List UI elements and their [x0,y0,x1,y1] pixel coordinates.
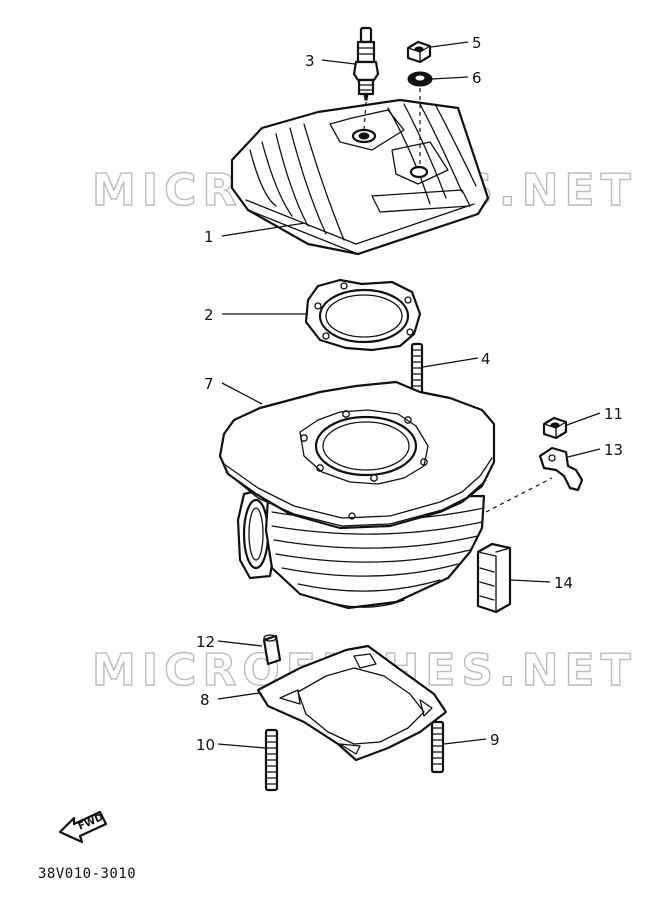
stud-bolt-10 [264,728,279,792]
fwd-arrow-icon: FWD [58,810,108,844]
callout-1: 1 [204,228,214,246]
stud-bolt-9 [430,720,445,774]
callout-3: 3 [305,52,315,70]
callout-9: 9 [490,731,500,749]
callout-12: 12 [196,633,215,651]
washer-6 [407,71,433,87]
cylinder-head [230,98,490,256]
nut-5 [406,40,432,64]
callout-2: 2 [204,306,214,324]
head-gasket [304,278,422,352]
damper-14 [476,542,512,614]
stud-bolt-4 [410,342,424,396]
leader-lines [217,41,601,749]
dowel-pin-12 [262,634,282,666]
callout-5: 5 [472,34,482,52]
callout-13: 13 [604,441,623,459]
callout-4: 4 [481,350,491,368]
callout-6: 6 [472,69,482,87]
figure-code: 38V010-3010 [38,866,136,882]
nut-11 [542,416,568,440]
callout-7: 7 [204,375,214,393]
callout-labels: 1 2 3 4 5 6 7 8 9 10 11 12 13 14 [196,34,623,754]
callout-11: 11 [604,405,623,423]
spark-plug [352,26,380,101]
cylinder [218,380,496,610]
bracket-13 [538,446,584,492]
callout-10: 10 [196,736,215,754]
callout-14: 14 [554,574,573,592]
callout-8: 8 [200,691,210,709]
